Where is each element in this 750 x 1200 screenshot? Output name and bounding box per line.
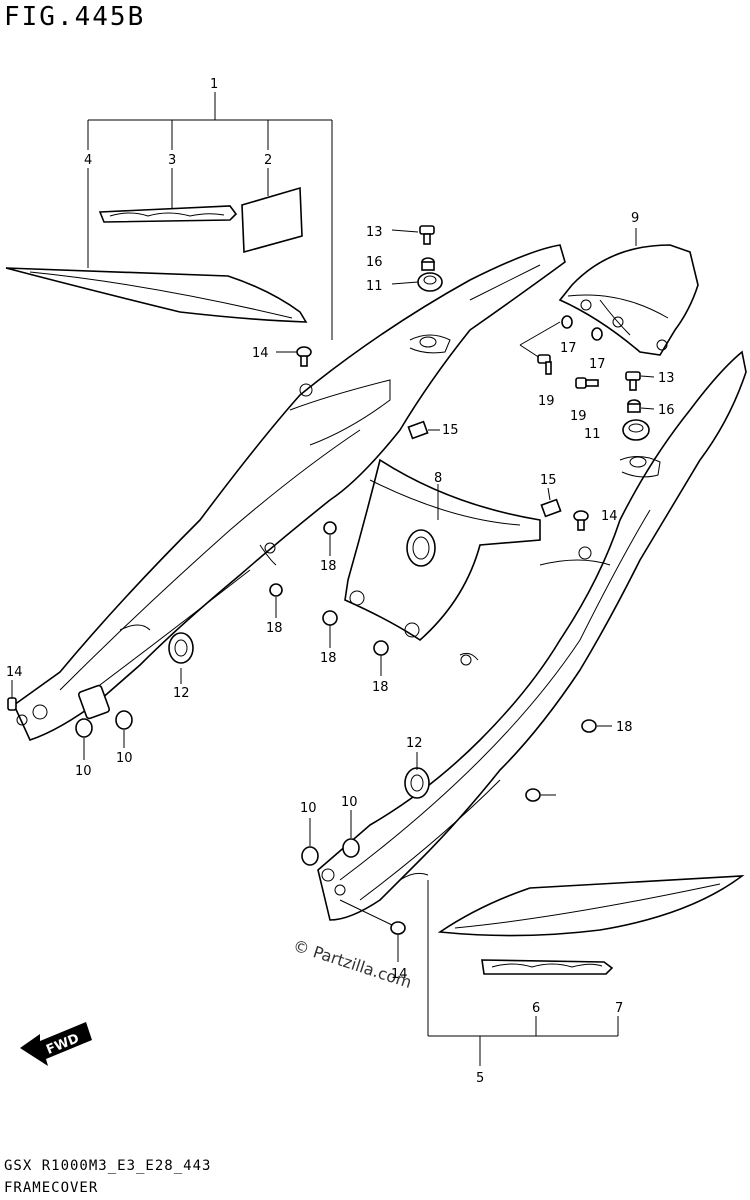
callout-15-left: 15: [442, 423, 459, 438]
callout-8: 8: [434, 471, 442, 486]
hardware-14-bolt-right-lower: [339, 899, 406, 935]
callout-18-b: 18: [266, 621, 283, 636]
hardware-11-grommet-top: [391, 272, 443, 292]
callout-19-right: 19: [570, 409, 587, 424]
callout-13-right: 13: [658, 371, 675, 386]
callout-17-right: 17: [589, 357, 606, 372]
callout-19-left: 19: [538, 394, 555, 409]
hardware-16-collar-right: [627, 399, 641, 413]
diagram-name: FRAMECOVER: [4, 1180, 99, 1196]
callout-6: 6: [532, 1001, 540, 1016]
part-2-label-sheet: [241, 186, 303, 254]
callout-14-left-lower: 14: [6, 665, 23, 680]
callout-1: 1: [210, 77, 218, 92]
part-3-emblem: [98, 205, 238, 223]
hardware-10-nut-left-a: [75, 718, 93, 738]
callout-labels: 1 2 3 4 5 6 7 8 9 10 10 10 10 11 11 12 1…: [6, 77, 675, 1086]
callout-9: 9: [631, 211, 639, 226]
callout-14-upper-left: 14: [252, 346, 269, 361]
hardware-18-clip-c: [322, 610, 338, 626]
hardware-11-grommet-right: [622, 419, 650, 441]
callout-2: 2: [264, 153, 272, 168]
callout-17-left: 17: [560, 341, 577, 356]
callout-13-top: 13: [366, 225, 383, 240]
callout-14-right-lower: 14: [391, 967, 408, 982]
right-frame-cover-assembly: [317, 350, 747, 921]
hardware-17-nut-right: [591, 327, 603, 341]
hardware-12-grommet-left: [168, 632, 194, 664]
hardware-18-clip-a: [323, 521, 337, 535]
left-frame-cover-assembly: [12, 244, 566, 741]
hardware-13-screw-top: [391, 225, 435, 245]
part-6-emblem: [481, 959, 614, 975]
callout-4: 4: [84, 153, 92, 168]
callout-16-right: 16: [658, 403, 675, 418]
callout-10-left-b: 10: [116, 751, 133, 766]
forward-direction-arrow-icon: FWD: [20, 1022, 92, 1066]
callout-14-right-middle: 14: [601, 509, 618, 524]
hardware-15-clip-right: [540, 487, 562, 518]
group-bracket-5: [427, 880, 618, 1066]
hardware-10-nut-left-b: [115, 710, 133, 730]
hardware-18-clip-d: [373, 640, 389, 656]
hardware-10-nut-right-b: [342, 838, 360, 858]
hardware-19-screw-left: [519, 321, 561, 375]
hardware-16-collar-top: [421, 257, 435, 271]
part-9-tail-cowl: [558, 244, 699, 356]
callout-18-a: 18: [320, 559, 337, 574]
callout-10-right-b: 10: [341, 795, 358, 810]
hardware-14-bolt-right-middle: [573, 510, 589, 531]
hardware-10-nut-right-a: [301, 846, 319, 866]
callout-15-right: 15: [540, 473, 557, 488]
callout-16-top: 16: [366, 255, 383, 270]
hardware-15-clip-left: [407, 420, 440, 440]
hardware-18-clip-f: [525, 788, 541, 802]
hardware-12-grommet-right: [404, 767, 430, 799]
hardware-13-screw-right: [625, 371, 641, 391]
callout-18-c: 18: [320, 651, 337, 666]
callout-18-e: 18: [616, 720, 633, 735]
callout-10-left-a: 10: [75, 764, 92, 779]
callout-7: 7: [615, 1001, 623, 1016]
hardware-14-bolt-left-lower: [7, 697, 17, 711]
callout-11-top: 11: [366, 279, 383, 294]
hardware-14-bolt-upper-left: [276, 346, 312, 367]
callout-10-right-a: 10: [300, 801, 317, 816]
part-4-side-cover-left: [5, 267, 308, 323]
diagram-code: GSX R1000M3_E3_E28_443: [4, 1158, 212, 1174]
hardware-18-clip-e: [581, 719, 597, 733]
figure-title: FIG.445B: [4, 2, 146, 32]
hardware-18-clip-b: [269, 583, 283, 597]
callout-11-right: 11: [584, 427, 601, 442]
part-8-center-cover: [344, 458, 541, 642]
hardware-19-screw-right: [575, 377, 599, 389]
callout-5: 5: [476, 1071, 484, 1086]
callout-3: 3: [168, 153, 176, 168]
callout-12-right: 12: [406, 736, 423, 751]
callout-12-left: 12: [173, 686, 190, 701]
part-7-side-cover-right: [437, 875, 745, 937]
group-bracket-1: [87, 92, 333, 340]
hardware-17-nut-left: [561, 315, 573, 329]
callout-18-d: 18: [372, 680, 389, 695]
leader-lines: [11, 228, 655, 1036]
partzilla-watermark: © Partzilla.com: [291, 936, 414, 992]
